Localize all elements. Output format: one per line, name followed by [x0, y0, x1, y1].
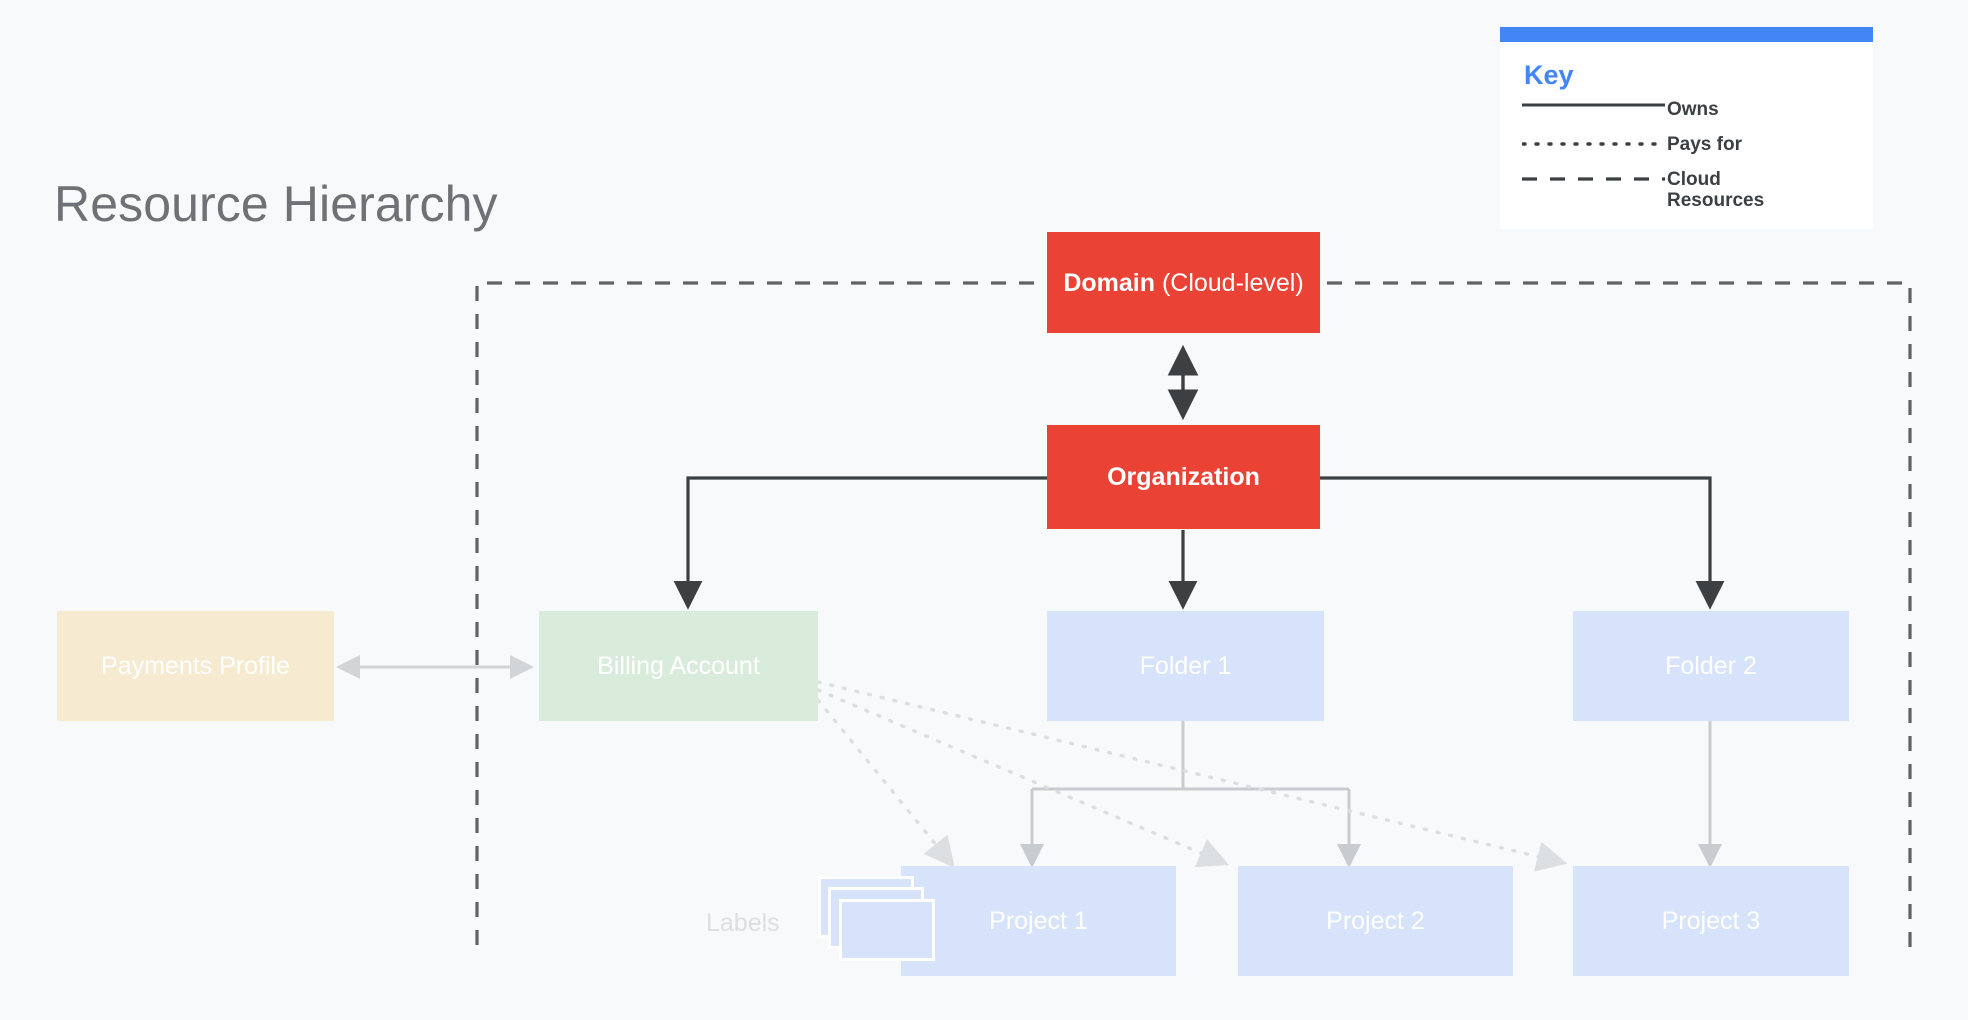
dotted-line-icon: [1522, 134, 1667, 158]
key-panel: Key Owns Pays for: [1500, 27, 1873, 230]
solid-line-icon: [1522, 99, 1667, 123]
node-project-3-label: Project 3: [1661, 907, 1761, 935]
dashed-line-icon: [1522, 169, 1667, 193]
key-panel-body: Key Owns Pays for: [1500, 42, 1873, 229]
node-payments-profile[interactable]: Payments Profile: [57, 611, 334, 721]
node-folder-1-label: Folder 1: [1139, 652, 1232, 680]
node-project-3[interactable]: Project 3: [1573, 866, 1849, 976]
key-label-pays-for: Pays for: [1667, 134, 1742, 155]
node-domain-label-strong: Domain: [1063, 268, 1155, 297]
key-label-owns: Owns: [1667, 99, 1719, 120]
node-project-1-label: Project 1: [989, 907, 1088, 935]
key-title: Key: [1524, 60, 1574, 90]
node-project-2[interactable]: Project 2: [1238, 866, 1513, 976]
node-organization-label: Organization: [1107, 463, 1260, 491]
node-folder-1[interactable]: Folder 1: [1047, 611, 1324, 721]
key-row-pays-for: Pays for: [1522, 134, 1851, 158]
node-domain-label-light: (Cloud-level): [1155, 268, 1304, 297]
node-payments-profile-label: Payments Profile: [101, 652, 290, 680]
edge-folder1-children: [1030, 718, 1351, 860]
node-billing-account-label: Billing Account: [597, 652, 760, 680]
edge-organization-folder2: [1320, 476, 1725, 610]
key-label-cloud-resources: Cloud Resources: [1667, 169, 1765, 211]
labels-card-front: [839, 899, 935, 961]
key-row-cloud-resources: Cloud Resources: [1522, 169, 1851, 211]
page-title: Resource Hierarchy: [54, 176, 498, 232]
edge-organization-billing: [673, 476, 1047, 610]
key-row-owns: Owns: [1522, 99, 1851, 123]
node-billing-account[interactable]: Billing Account: [539, 611, 818, 721]
edge-billing-pays-project1: [816, 698, 955, 868]
key-panel-accent-bar: [1500, 27, 1873, 42]
node-folder-2[interactable]: Folder 2: [1573, 611, 1849, 721]
node-domain[interactable]: Domain (Cloud-level): [1047, 232, 1320, 333]
node-project-2-label: Project 2: [1326, 907, 1425, 935]
node-project-1[interactable]: Project 1: [901, 866, 1176, 976]
node-organization[interactable]: Organization: [1047, 425, 1320, 529]
node-domain-label: Domain (Cloud-level): [1063, 268, 1303, 298]
labels-stack-icon: [818, 876, 946, 972]
node-folder-2-label: Folder 2: [1665, 652, 1757, 680]
labels-caption: Labels: [706, 909, 780, 937]
